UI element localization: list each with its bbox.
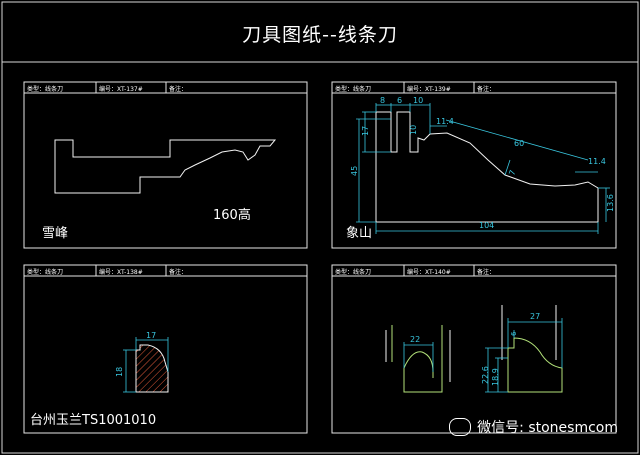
panel-xt139: 类型：线条刀 编号：XT-139# 备注： xyxy=(331,81,617,249)
dim-height: 18 xyxy=(115,367,124,377)
dimension-lines-right xyxy=(485,318,563,393)
dimension-lines xyxy=(356,103,610,234)
dimension-labels: 8 6 10 17 10 11.4 60 7 11.4 45 13.6 104 xyxy=(350,96,615,230)
header-note: 备注： xyxy=(169,268,187,276)
header-type: 类型：线条刀 xyxy=(27,85,63,93)
header-number: 编号：XT-139# xyxy=(407,85,451,93)
panel-name-label: 象山 xyxy=(346,226,372,241)
header-type: 类型：线条刀 xyxy=(335,85,371,93)
page-title: 刀具图纸--线条刀 xyxy=(242,24,398,46)
header-number: 编号：XT-140# xyxy=(407,268,451,276)
dim-60: 60 xyxy=(514,139,524,148)
dim-11-4-left: 11.4 xyxy=(436,117,454,126)
molding-profile xyxy=(375,111,599,223)
dim-right-width: 27 xyxy=(530,312,540,321)
title-block xyxy=(23,81,308,94)
panel-frame xyxy=(23,81,308,249)
left-bounds xyxy=(385,330,451,382)
header-type: 类型：线条刀 xyxy=(335,268,371,276)
header-note: 备注： xyxy=(477,85,495,93)
right-bounds xyxy=(501,305,557,360)
header-number: 编号：XT-138# xyxy=(99,268,143,276)
hatched-profile xyxy=(135,344,169,393)
dim-45: 45 xyxy=(350,166,359,176)
dim-right-h2: 18.9 xyxy=(491,368,500,386)
dim-left-width: 22 xyxy=(410,335,420,344)
wechat-icon xyxy=(449,418,472,436)
dim-right-top: 6 xyxy=(510,331,518,336)
right-profile xyxy=(507,337,563,393)
dim-10-top: 10 xyxy=(413,96,423,105)
dim-17: 17 xyxy=(361,126,370,136)
dim-width: 17 xyxy=(146,331,156,340)
panel-name-label: 台州玉兰TS1001010 xyxy=(30,413,156,428)
watermark: 微信号: stonesmcom xyxy=(449,417,618,437)
panel-frame xyxy=(23,264,308,434)
panel-frame xyxy=(331,264,617,434)
dim-10-side: 10 xyxy=(409,125,418,135)
dimension-lines xyxy=(123,337,169,393)
molding-profile xyxy=(54,139,277,194)
dim-104: 104 xyxy=(479,221,494,230)
dim-6: 6 xyxy=(397,96,402,105)
panel-name-label: 雪峰 xyxy=(42,226,68,241)
dim-right-h1: 22.6 xyxy=(481,366,490,384)
dim-7: 7 xyxy=(507,169,517,177)
panel-xt138: 类型：线条刀 编号：XT-138# 备注： 17 18 台州玉兰TS100101… xyxy=(23,264,308,434)
header-note: 备注： xyxy=(169,85,187,93)
header-number: 编号：XT-137# xyxy=(99,85,143,93)
dim-13-6: 13.6 xyxy=(606,194,615,212)
panel-frame xyxy=(331,81,617,249)
height-annotation: 160高 xyxy=(213,207,251,223)
panel-xt140: 类型：线条刀 编号：XT-140# 备注： 22 xyxy=(331,264,617,434)
dimension-lines-left xyxy=(403,342,434,372)
panel-xt137: 类型：线条刀 编号：XT-137# 备注： 雪峰 160高 xyxy=(23,81,308,249)
dim-11-4-right: 11.4 xyxy=(588,157,606,166)
header-note: 备注： xyxy=(477,268,495,276)
watermark-text: 微信号: stonesmcom xyxy=(477,420,618,436)
header-type: 类型：线条刀 xyxy=(27,268,63,276)
dim-8: 8 xyxy=(380,96,385,105)
title-block xyxy=(331,81,617,94)
title-block xyxy=(331,264,617,277)
title-block xyxy=(23,264,308,277)
